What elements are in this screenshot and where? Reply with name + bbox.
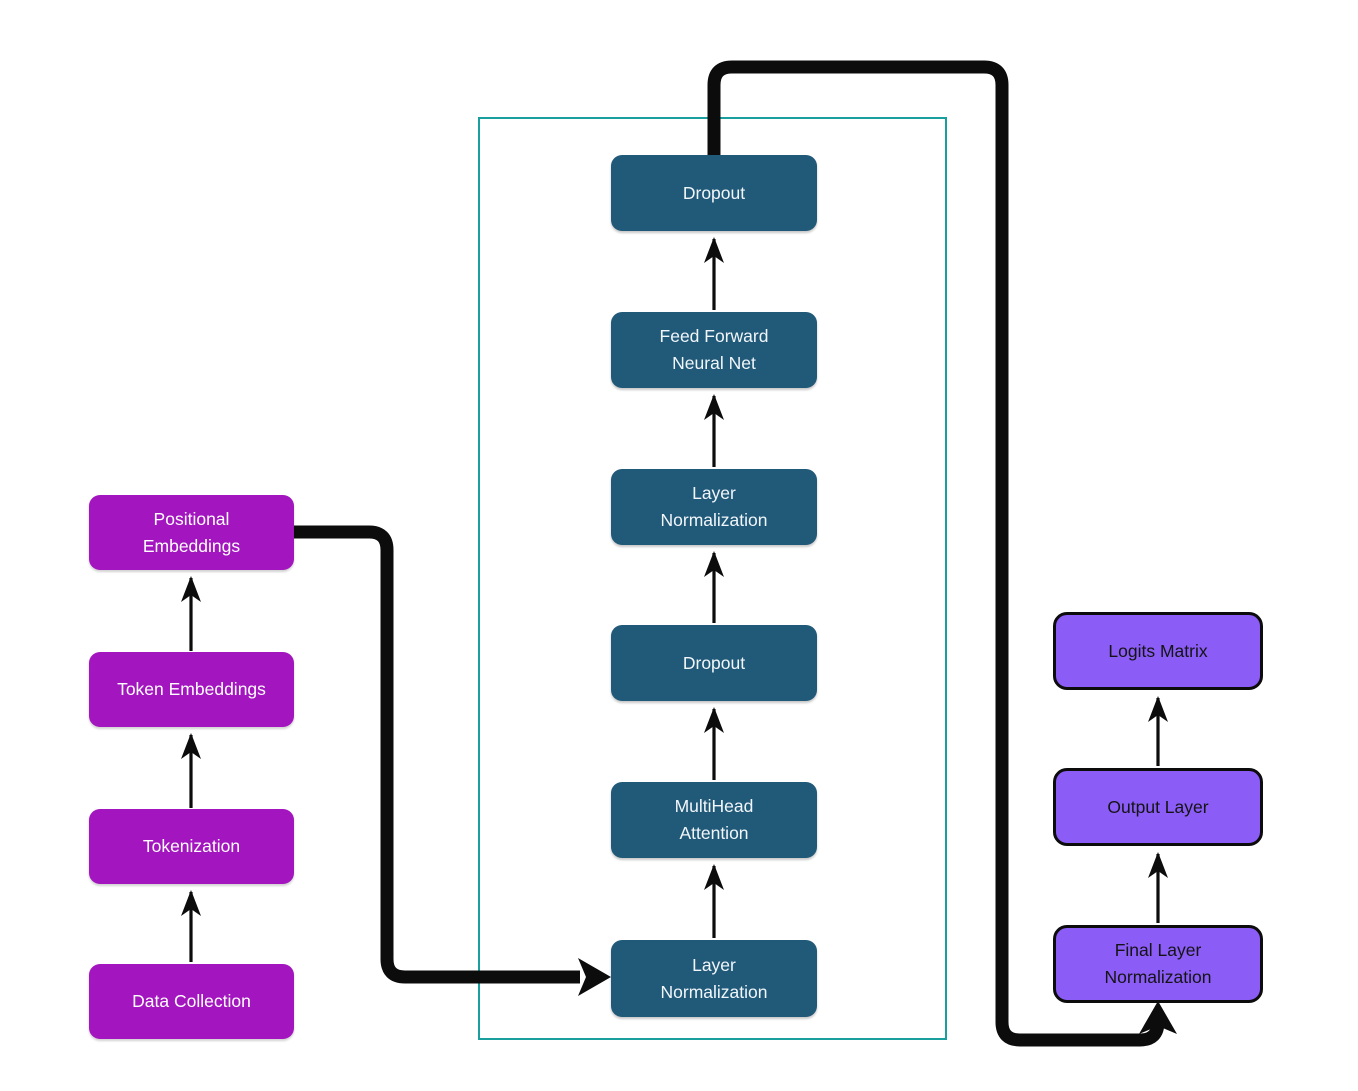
node-feed-forward: Feed Forward Neural Net [611, 312, 817, 388]
node-positional-embeddings: Positional Embeddings [89, 495, 294, 570]
node-data-collection: Data Collection [89, 964, 294, 1039]
node-tokenization: Tokenization [89, 809, 294, 884]
node-output-layer: Output Layer [1053, 768, 1263, 846]
node-dropout-top: Dropout [611, 155, 817, 231]
node-feed-forward-label: Feed Forward Neural Net [659, 326, 769, 373]
edge-dropout-top-arrowhead [1139, 1001, 1177, 1034]
node-dropout-top-label: Dropout [682, 182, 746, 203]
edge-positional-embeddings-to-layer-norm-1 [294, 525, 580, 984]
edge-dropout-top-to-final-layer-norm [707, 60, 1165, 1047]
node-multihead-attention-label: MultiHead Attention [674, 796, 754, 843]
node-layer-norm-1-label: Layer Normalization [660, 954, 768, 1002]
node-token-embeddings: Token Embeddings [89, 652, 294, 727]
node-positional-embeddings-label: Positional Embeddings [142, 508, 241, 556]
node-logits-matrix: Logits Matrix [1053, 612, 1263, 690]
node-dropout-inner-label: Dropout [682, 652, 746, 673]
node-logits-matrix-label: Logits Matrix [1108, 640, 1208, 661]
node-dropout-inner: Dropout [611, 625, 817, 701]
node-final-layer-norm-label: Final Layer Normalization [1104, 940, 1212, 987]
edge-positional-embeddings-arrowhead [578, 958, 611, 996]
node-token-embeddings-label: Token Embeddings [117, 679, 266, 699]
node-final-layer-norm: Final Layer Normalization [1053, 925, 1263, 1003]
node-layer-norm-2: Layer Normalization [611, 469, 817, 545]
node-layer-norm-2-label: Layer Normalization [660, 483, 768, 530]
node-layer-norm-1: Layer Normalization [611, 940, 817, 1017]
node-output-layer-label: Output Layer [1107, 796, 1209, 817]
node-tokenization-label: Tokenization [142, 836, 241, 856]
node-multihead-attention: MultiHead Attention [611, 782, 817, 858]
node-data-collection-label: Data Collection [132, 991, 251, 1011]
